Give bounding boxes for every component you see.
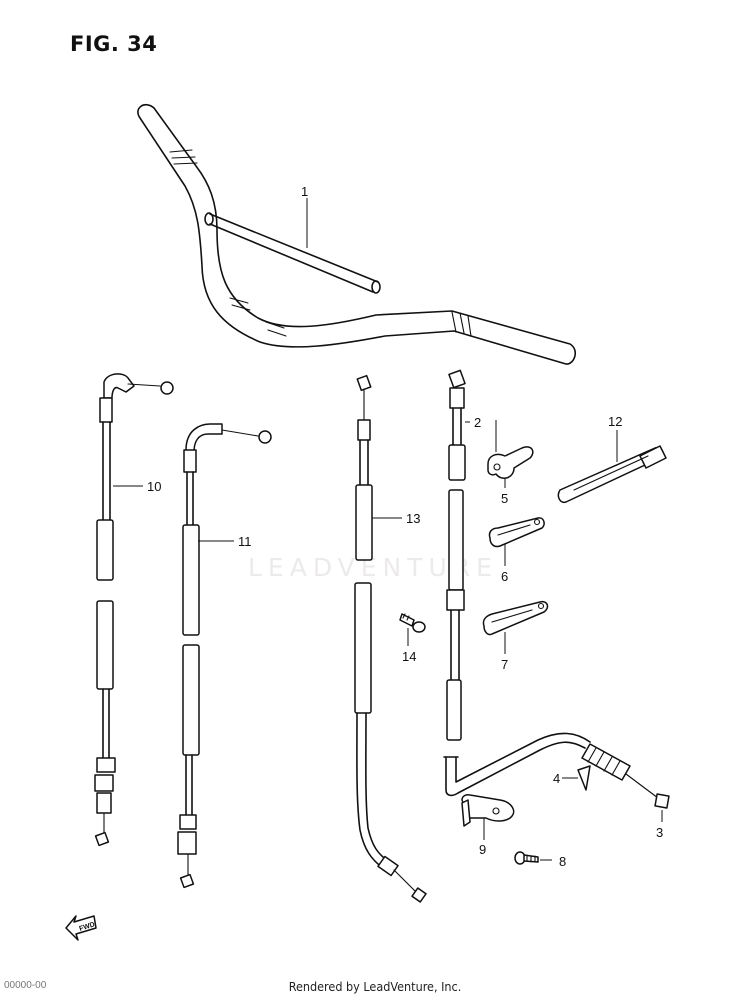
plate-7[interactable]	[482, 600, 549, 636]
callout-5: 5	[501, 491, 508, 506]
callout-9: 9	[479, 842, 486, 857]
cable-11[interactable]	[177, 423, 272, 889]
callout-labels: 1 2 3 4 5 6 7 8 9 10 11 12 13 14	[147, 184, 663, 869]
callout-1: 1	[301, 184, 308, 199]
clamp-5[interactable]	[487, 446, 534, 479]
callout-12: 12	[608, 414, 622, 429]
callout-14: 14	[402, 649, 416, 664]
callout-8: 8	[559, 854, 566, 869]
callout-7: 7	[501, 657, 508, 672]
cable-2[interactable]	[443, 369, 670, 809]
cotter-pin-4[interactable]	[577, 765, 591, 791]
footer-rendered-by: Rendered by LeadVenture, Inc.	[288, 979, 462, 994]
callout-11: 11	[238, 534, 252, 549]
bracket-9[interactable]	[461, 794, 515, 827]
callout-3: 3	[656, 825, 663, 840]
callout-10: 10	[147, 479, 161, 494]
figure-title: FIG. 34	[70, 32, 158, 56]
cable-13[interactable]	[354, 374, 427, 903]
callout-2: 2	[474, 415, 481, 430]
footer-code: 00000-00	[4, 980, 47, 991]
callout-4: 4	[553, 771, 560, 786]
fwd-label: FWD	[78, 921, 95, 933]
callout-6: 6	[501, 569, 508, 584]
fwd-arrow: FWD	[65, 915, 97, 941]
cable-10[interactable]	[94, 373, 174, 847]
bolt-8[interactable]	[514, 851, 539, 865]
leader-lines	[113, 198, 663, 861]
strap-12[interactable]	[557, 445, 667, 504]
handlebar[interactable]	[137, 103, 577, 365]
callout-13: 13	[406, 511, 420, 526]
plate-6[interactable]	[488, 517, 545, 548]
screw-14[interactable]	[399, 613, 426, 633]
